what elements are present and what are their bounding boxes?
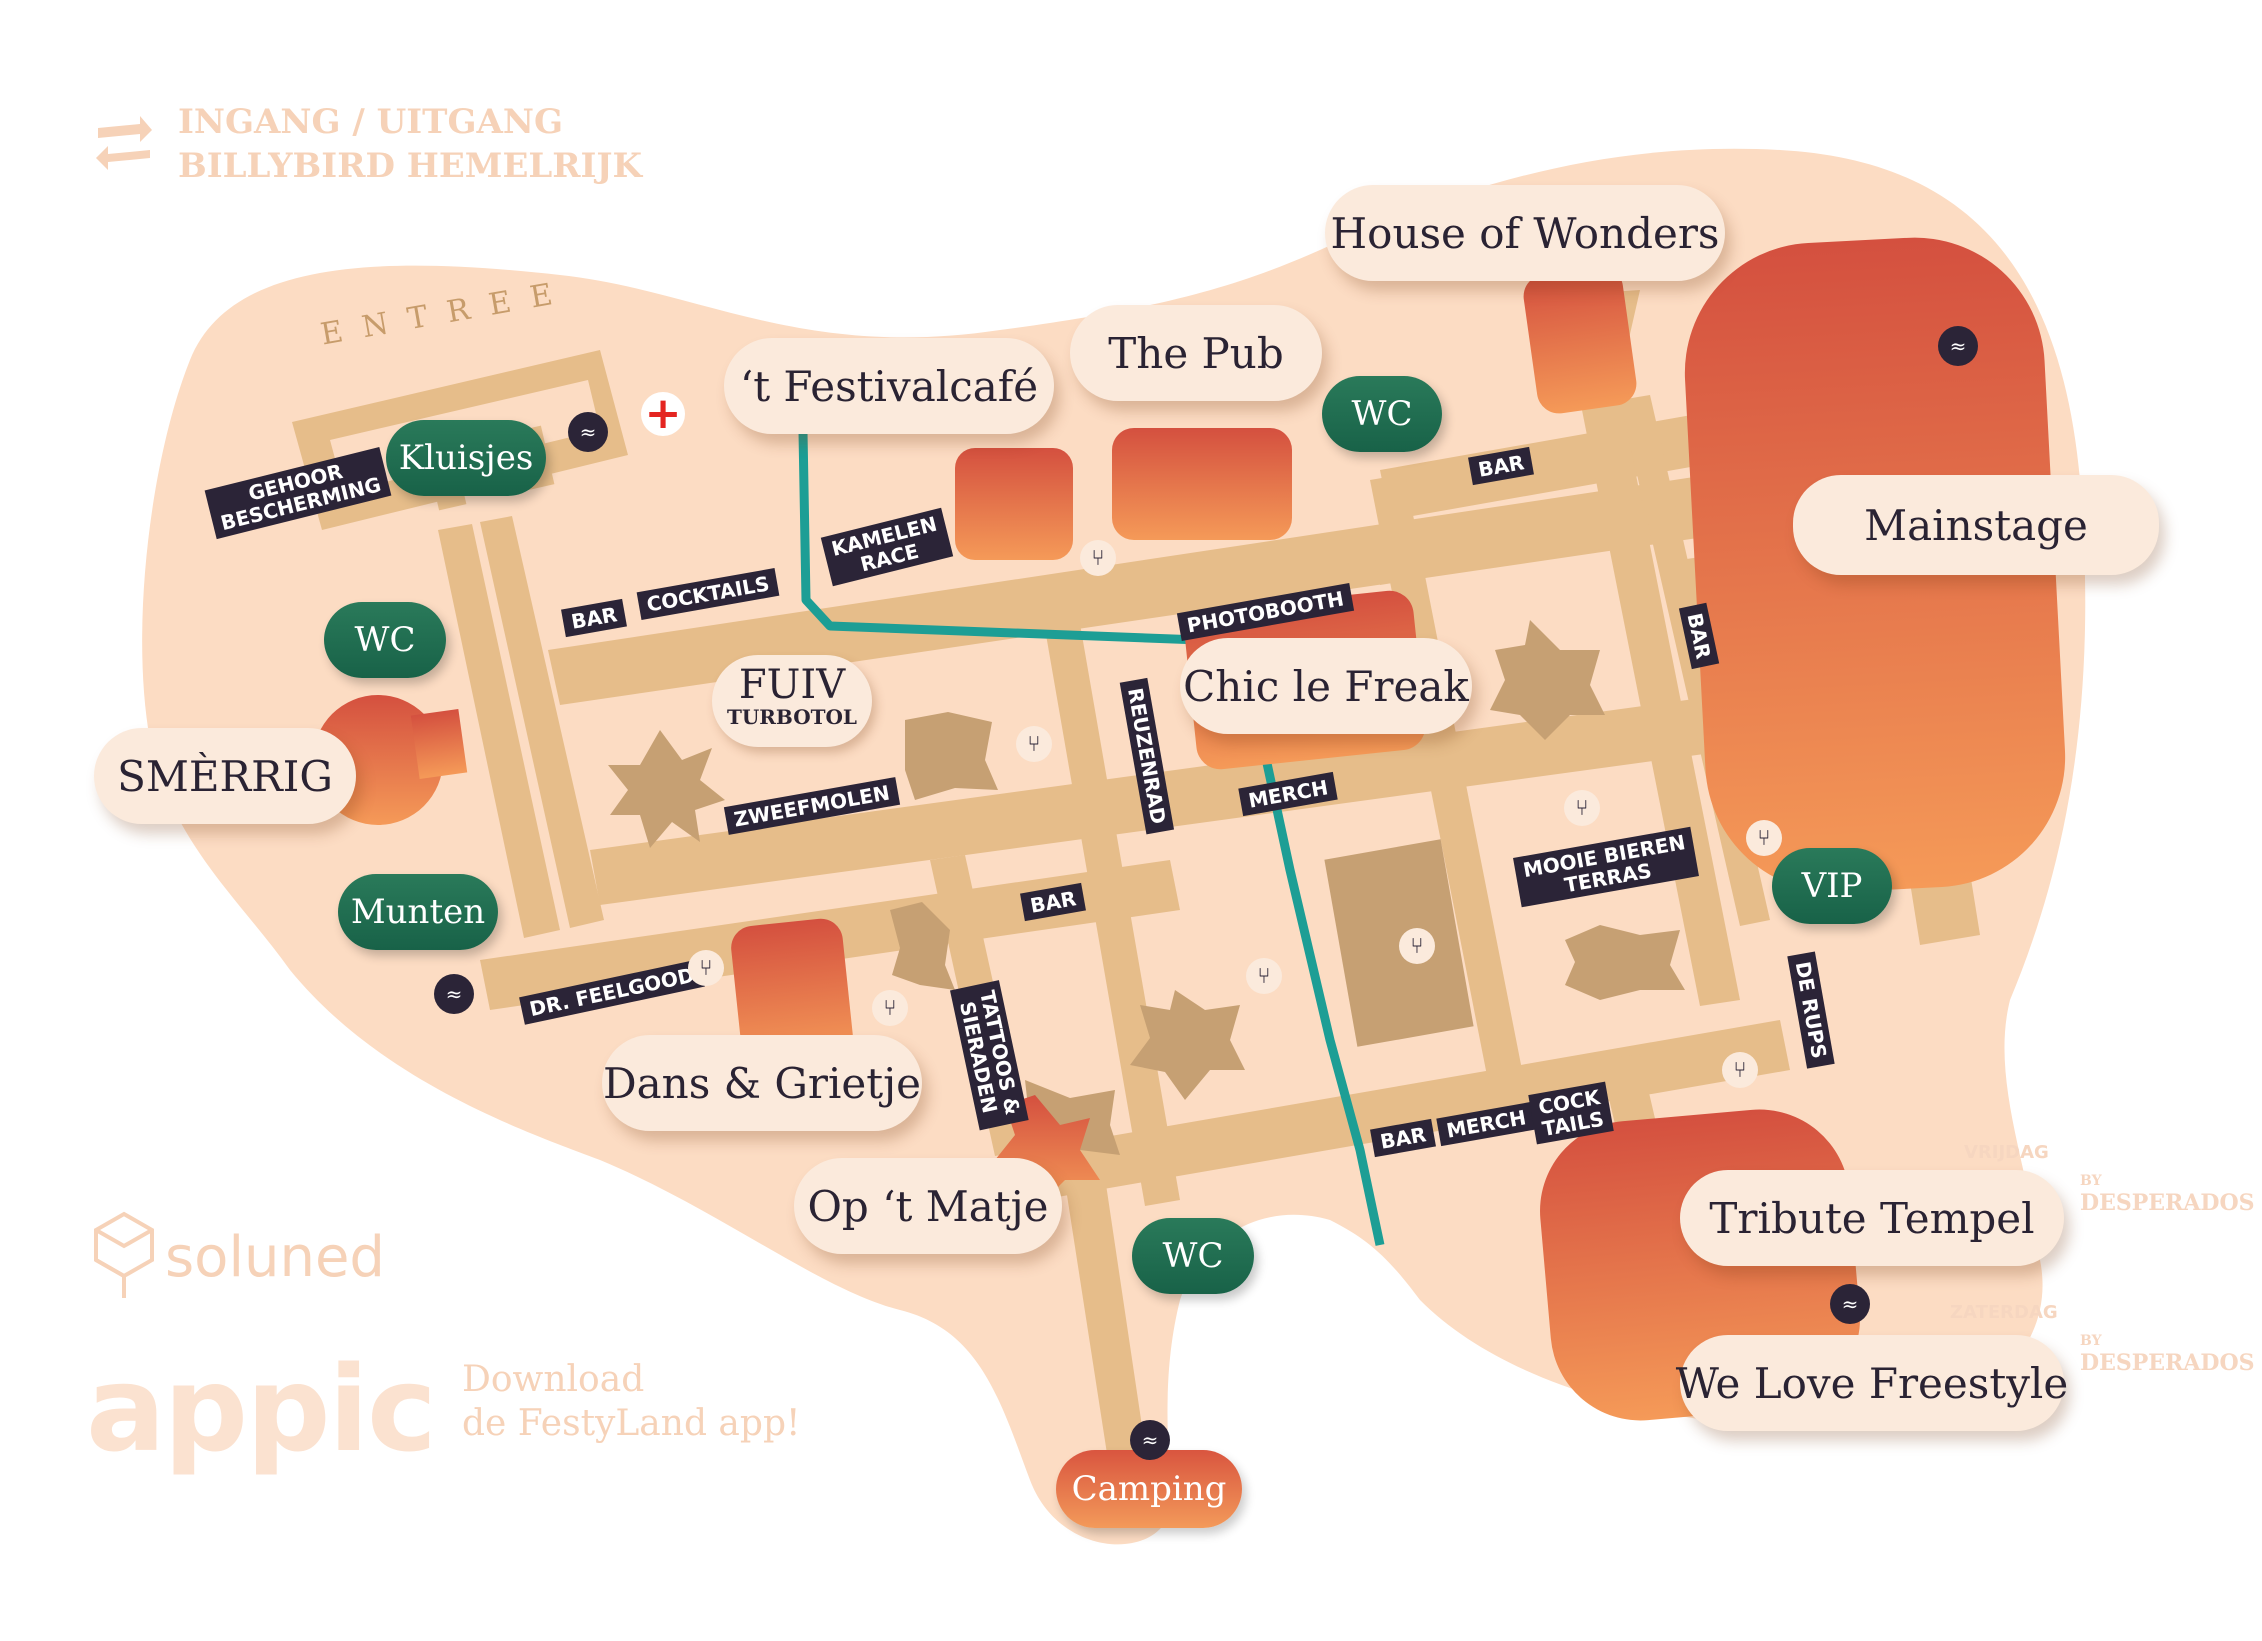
- facility-wc-top[interactable]: WC: [1322, 376, 1442, 452]
- dans-grietje-building: [731, 918, 853, 1066]
- facility-vip[interactable]: VIP: [1772, 848, 1892, 924]
- area-the-pub[interactable]: The Pub: [1070, 305, 1322, 401]
- entrance-legend: INGANG / UITGANG BILLYBIRD HEMELRIJK: [178, 100, 642, 188]
- wifi-icon: ≈: [568, 412, 608, 452]
- food-icon: ⑂: [688, 950, 724, 986]
- facility-wc-bottom[interactable]: WC: [1132, 1218, 1254, 1294]
- area-mainstage[interactable]: Mainstage: [1793, 475, 2159, 575]
- festivalcafe-building: [955, 448, 1073, 560]
- facility-wc-left[interactable]: WC: [324, 602, 446, 678]
- appic-download-line1: Download: [462, 1359, 645, 1400]
- area-we-love-freestyle[interactable]: We Love Freestyle: [1676, 1335, 2068, 1431]
- wifi-icon: ≈: [1130, 1420, 1170, 1460]
- fuiv-subtitle: TURBOTOL: [726, 705, 857, 729]
- facility-munten[interactable]: Munten: [338, 874, 498, 950]
- appic-download-line2: de FestyLand app!: [462, 1403, 801, 1444]
- tents: [608, 620, 1685, 1160]
- entrance-legend-line2: BILLYBIRD HEMELRIJK: [178, 146, 643, 186]
- food-icon: ⑂: [1246, 958, 1282, 994]
- first-aid-icon[interactable]: +: [641, 392, 685, 436]
- op-t-matje-tent: [995, 1095, 1100, 1205]
- walkways: [292, 290, 1980, 1486]
- area-fuiv[interactable]: FUIV TURBOTOL: [712, 655, 872, 747]
- food-icon: ⑂: [1564, 790, 1600, 826]
- smerrig-entrance: [410, 708, 468, 780]
- sponsor-logo-friday: BY DESPERADOS: [2080, 1170, 2255, 1214]
- fuiv-title: FUIV: [738, 662, 846, 708]
- soluned-logo-icon: [94, 1211, 154, 1298]
- area-dans-grietje[interactable]: Dans & Grietje: [602, 1035, 922, 1131]
- wifi-icon: ≈: [1830, 1284, 1870, 1324]
- sponsor-by-friday: BY: [2080, 1173, 2102, 1189]
- house-of-wonders-building: [1523, 266, 1637, 414]
- appic-download-text: Download de FestyLand app!: [462, 1358, 800, 1446]
- area-op-t-matje[interactable]: Op ‘t Matje: [794, 1158, 1062, 1254]
- soluned-logo: soluned: [165, 1225, 385, 1290]
- facility-camping[interactable]: Camping: [1056, 1450, 1242, 1528]
- food-icon: ⑂: [1399, 928, 1435, 964]
- food-icon: ⑂: [1016, 726, 1052, 762]
- sponsor-name-saturday: DESPERADOS: [2080, 1350, 2255, 1376]
- food-icon: ⑂: [1746, 820, 1782, 856]
- the-pub-building: [1112, 428, 1292, 540]
- area-smerrig[interactable]: SMÈRRIG: [94, 728, 356, 824]
- area-festivalcafe[interactable]: ‘t Festivalcafé: [724, 338, 1054, 434]
- food-icon: ⑂: [872, 990, 908, 1026]
- sponsor-logo-saturday: BY DESPERADOS: [2080, 1330, 2255, 1374]
- area-tribute-tempel[interactable]: Tribute Tempel: [1680, 1170, 2064, 1266]
- food-icon: ⑂: [1722, 1052, 1758, 1088]
- food-icon: ⑂: [1080, 540, 1116, 576]
- wifi-icon: ≈: [1938, 326, 1978, 366]
- sponsor-name-friday: DESPERADOS: [2080, 1190, 2255, 1216]
- day-label-zaterdag: ZATERDAG: [1950, 1302, 2058, 1323]
- wifi-icon: ≈: [434, 974, 474, 1014]
- entrance-legend-line1: INGANG / UITGANG: [178, 102, 563, 142]
- appic-logo: appic: [86, 1340, 437, 1478]
- area-chic-le-freak[interactable]: Chic le Freak: [1180, 638, 1472, 734]
- area-house-of-wonders[interactable]: House of Wonders: [1325, 185, 1725, 281]
- facility-kluisjes[interactable]: Kluisjes: [386, 420, 546, 496]
- sponsor-by-saturday: BY: [2080, 1333, 2102, 1349]
- day-label-vrijdag: VRIJDAG: [1964, 1142, 2049, 1163]
- entrance-arrows-icon: [96, 116, 152, 170]
